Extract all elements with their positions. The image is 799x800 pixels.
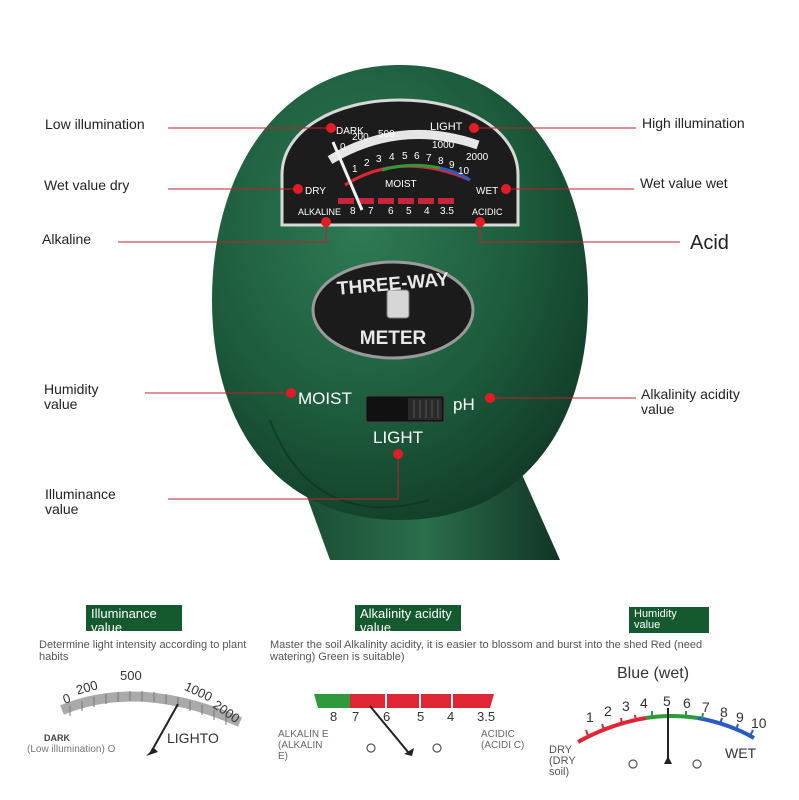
svg-text:3: 3: [376, 154, 382, 165]
svg-text:1000: 1000: [432, 140, 455, 151]
face-moist: MOIST: [385, 179, 417, 190]
callout-high-illumination: High illumination: [642, 115, 745, 131]
humidity-blue-wet: Blue (wet): [617, 665, 690, 682]
callout-alkalinity-acidity-value: Alkalinity acidity value: [641, 386, 740, 417]
svg-text:1: 1: [352, 164, 358, 175]
face-moist-scale: 1 2 3 4 5 6 7 8 9 10: [352, 151, 470, 177]
hum-scale-2: 2: [604, 703, 612, 719]
panel-title-humidity: Humidity value: [629, 607, 709, 633]
humidity-gauge: [577, 708, 756, 769]
hum-scale-9: 9: [736, 709, 744, 725]
svg-text:0: 0: [340, 142, 346, 153]
svg-text:7: 7: [368, 206, 374, 217]
svg-text:5: 5: [406, 206, 412, 217]
ph-acidic: ACIDIC (ACIDI C): [481, 729, 525, 751]
ph-alkaline: ALKALIN E (ALKALIN E): [278, 729, 329, 762]
ph-scale-8: 8: [330, 709, 338, 724]
callout-lines: [118, 127, 680, 500]
soil-meter-device: DARK LIGHT DRY WET MOIST ALKALINE ACIDIC…: [118, 65, 680, 560]
illuminance-needle: [149, 703, 179, 755]
callout-dots: [286, 123, 511, 459]
svg-text:200: 200: [352, 132, 369, 143]
panel-title-illuminance: Illuminance value: [86, 605, 182, 631]
face-dark: DARK: [336, 126, 364, 137]
ph-needle: [369, 705, 409, 753]
callout-low-illumination: Low illumination: [45, 116, 145, 132]
hum-scale-10: 10: [751, 715, 767, 731]
face-ph-bars: [338, 198, 454, 204]
hum-wet: WET: [725, 745, 757, 761]
face-light: LIGHT: [430, 121, 463, 133]
callout-humidity-value: Humidity value: [44, 381, 99, 412]
illuminance-gauge: [60, 691, 243, 756]
ph-scale-4: 4: [447, 709, 455, 724]
illum-scale-500: 500: [120, 668, 142, 683]
ph-scale-5: 5: [417, 709, 425, 724]
svg-text:4: 4: [424, 206, 430, 217]
ph-scale-7: 7: [352, 709, 360, 724]
hum-scale-8: 8: [720, 704, 728, 720]
panel-desc-ph: Master the soil Alkalinity acidity, it i…: [270, 639, 703, 663]
svg-text:8: 8: [438, 156, 444, 167]
svg-text:6: 6: [388, 206, 394, 217]
svg-text:3.5: 3.5: [440, 206, 454, 217]
callout-wet-value-dry: Wet value dry: [44, 177, 130, 193]
ph-scale-6: 6: [383, 709, 391, 724]
panel-desc-illuminance: Determine light intensity according to p…: [39, 639, 247, 663]
callout-acid: Acid: [690, 232, 729, 254]
svg-text:2000: 2000: [466, 152, 489, 163]
svg-text:9: 9: [449, 160, 455, 171]
hum-scale-3: 3: [622, 698, 630, 714]
hum-scale-6: 6: [683, 695, 691, 711]
callout-alkaline: Alkaline: [42, 231, 92, 247]
callout-wet-value-wet: Wet value wet: [640, 175, 728, 191]
hum-scale-1: 1: [586, 709, 594, 725]
panel-title-ph: Alkalinity acidity value: [355, 605, 461, 631]
svg-text:7: 7: [426, 153, 432, 164]
svg-text:500: 500: [378, 129, 395, 140]
ph-scale-3-5: 3.5: [477, 709, 496, 724]
svg-text:2: 2: [364, 158, 370, 169]
face-wet: WET: [476, 186, 498, 197]
illum-light: LIGHTO: [167, 730, 219, 746]
hum-scale-4: 4: [640, 695, 648, 711]
face-dry: DRY: [305, 186, 326, 197]
callout-illuminance-value: Illuminance value: [45, 486, 116, 517]
svg-text:4: 4: [389, 152, 395, 163]
face-alkaline: ALKALINE: [298, 207, 341, 217]
meter-face: [280, 98, 520, 227]
hum-scale-7: 7: [702, 699, 710, 715]
svg-text:8: 8: [350, 206, 356, 217]
ph-gauge: [314, 694, 494, 756]
illum-dark: DARK: [44, 733, 70, 743]
switch-label-ph: pH: [453, 395, 475, 414]
badge-line2: METER: [360, 328, 427, 349]
face-ph-scale: 8 7 6 5 4 3.5: [350, 206, 454, 217]
hum-dry: DRY (DRY soil): [549, 744, 576, 778]
switch-label-light: LIGHT: [373, 428, 423, 447]
switch-label-moist: MOIST: [298, 389, 352, 408]
svg-text:6: 6: [414, 151, 420, 162]
face-lux-scale: 0 200 500 1000 2000: [340, 129, 489, 163]
svg-text:5: 5: [402, 151, 408, 162]
illum-dark-note: (Low illumination) O: [27, 744, 116, 755]
hum-scale-5: 5: [663, 693, 671, 709]
face-needle: [331, 141, 364, 211]
svg-text:10: 10: [458, 166, 470, 177]
light-sensor-window: [386, 289, 410, 319]
face-acidic: ACIDIC: [472, 207, 503, 217]
